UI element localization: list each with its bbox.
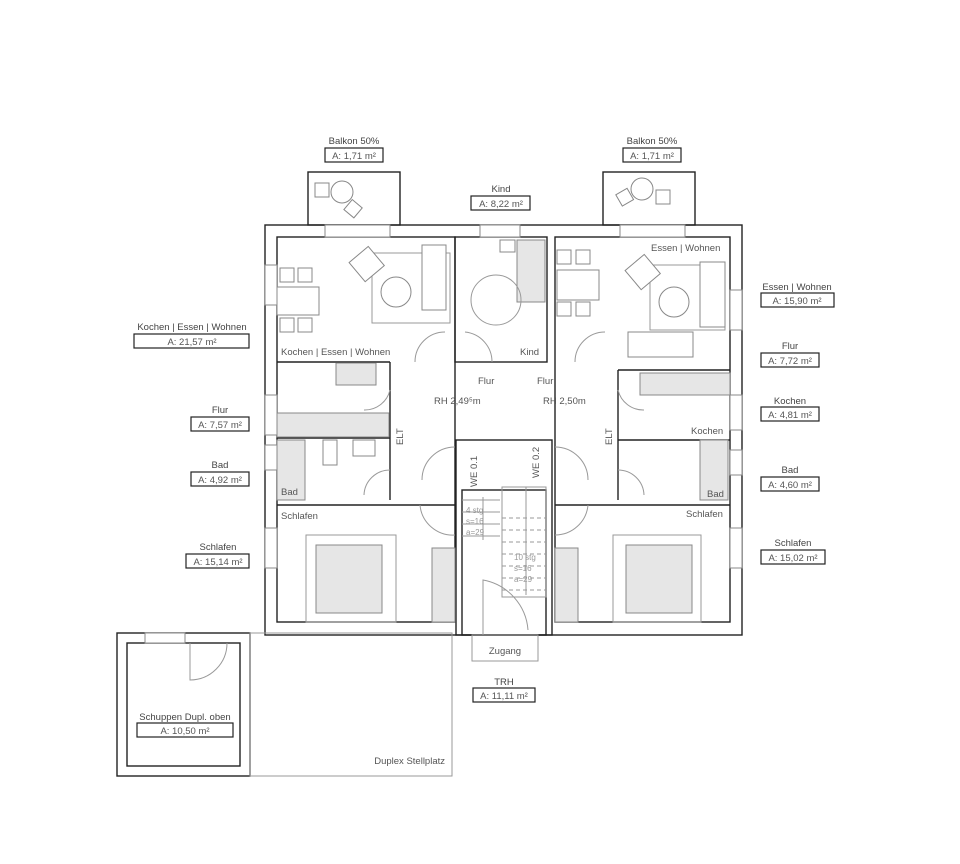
room-flur-right: Flur bbox=[537, 376, 553, 387]
kochen-right-area: A: 4,81 m² bbox=[768, 410, 812, 421]
schlafen-right-name: Schlafen bbox=[775, 538, 812, 549]
ew-right-name: Essen | Wohnen bbox=[762, 282, 831, 293]
zugang-label: Zugang bbox=[489, 646, 521, 657]
duplex-parking bbox=[249, 632, 453, 777]
kew-left-name: Kochen | Essen | Wohnen bbox=[137, 322, 246, 333]
flur-left-name: Flur bbox=[212, 405, 228, 416]
stellplatz-label: Duplex Stellplatz bbox=[374, 756, 445, 767]
stair-right-tread: a=29 bbox=[514, 575, 533, 584]
door-we01[interactable] bbox=[421, 446, 456, 481]
balkon-left-name: Balkon 50% bbox=[329, 136, 380, 147]
elt-left: ELT bbox=[395, 428, 406, 445]
flur-right-area: A: 7,72 m² bbox=[768, 356, 812, 367]
schlafen-left-area: A: 15,14 m² bbox=[193, 557, 242, 568]
entrance-platform bbox=[471, 634, 539, 662]
stair-right-rise: s=16 bbox=[514, 564, 532, 573]
ceiling-height-right: RH 2,50m bbox=[543, 396, 586, 407]
balcony-right bbox=[602, 171, 696, 226]
entrance-door[interactable] bbox=[482, 579, 529, 635]
elt-right: ELT bbox=[604, 428, 615, 445]
flur-left-area: A: 7,57 m² bbox=[198, 420, 242, 431]
ew-right-area: A: 15,90 m² bbox=[772, 296, 821, 307]
balkon-left-area: A: 1,71 m² bbox=[332, 151, 376, 162]
room-schlafen-left: Schlafen bbox=[281, 511, 318, 522]
stair-left-rise: s=16 bbox=[466, 517, 484, 526]
room-bad-left: Bad bbox=[281, 487, 298, 498]
kew-left-area: A: 21,57 m² bbox=[167, 337, 216, 348]
room-flur-left: Flur bbox=[478, 376, 494, 387]
stair-left-steps: 4 stg bbox=[466, 506, 483, 515]
flur-right-name: Flur bbox=[782, 341, 798, 352]
room-ew-right: Essen | Wohnen bbox=[651, 243, 720, 254]
door-we02[interactable] bbox=[554, 446, 589, 481]
room-schlafen-right: Schlafen bbox=[686, 509, 723, 520]
schlafen-right-area: A: 15,02 m² bbox=[768, 553, 817, 564]
kochen-right-name: Kochen bbox=[774, 396, 806, 407]
schuppen-name: Schuppen Dupl. oben bbox=[139, 712, 230, 723]
stair-right-steps: 10 stg bbox=[514, 553, 536, 562]
staircase bbox=[462, 486, 547, 598]
furniture bbox=[276, 239, 731, 623]
balkon-right-name: Balkon 50% bbox=[627, 136, 678, 147]
we02-label: WE 0.2 bbox=[531, 447, 542, 478]
bad-right-area: A: 4,60 m² bbox=[768, 480, 812, 491]
bad-left-area: A: 4,92 m² bbox=[198, 475, 242, 486]
schuppen-area: A: 10,50 m² bbox=[160, 726, 209, 737]
stair-left-tread: a=29 bbox=[466, 528, 485, 537]
room-bad-right: Bad bbox=[707, 489, 724, 500]
balcony-left bbox=[307, 171, 401, 226]
room-kew-left: Kochen | Essen | Wohnen bbox=[281, 347, 390, 358]
area-labels: Balkon 50% A: 1,71 m² Balkon 50% A: 1,71… bbox=[133, 136, 835, 738]
shed bbox=[116, 632, 251, 777]
room-kind: Kind bbox=[520, 347, 539, 358]
bad-right-name: Bad bbox=[782, 465, 799, 476]
balkon-right-area: A: 1,71 m² bbox=[630, 151, 674, 162]
bad-left-name: Bad bbox=[212, 460, 229, 471]
kind-name: Kind bbox=[491, 184, 510, 195]
kind-area: A: 8,22 m² bbox=[479, 199, 523, 210]
room-kochen-right: Kochen bbox=[691, 426, 723, 437]
we01-label: WE 0.1 bbox=[469, 456, 480, 487]
schlafen-left-name: Schlafen bbox=[200, 542, 237, 553]
trh-area: A: 11,11 m² bbox=[480, 691, 528, 702]
ceiling-height-left: RH 2,49⁵m bbox=[434, 396, 481, 407]
trh-name: TRH bbox=[494, 677, 514, 688]
room-labels: Kochen | Essen | Wohnen Kind Essen | Woh… bbox=[281, 243, 724, 767]
